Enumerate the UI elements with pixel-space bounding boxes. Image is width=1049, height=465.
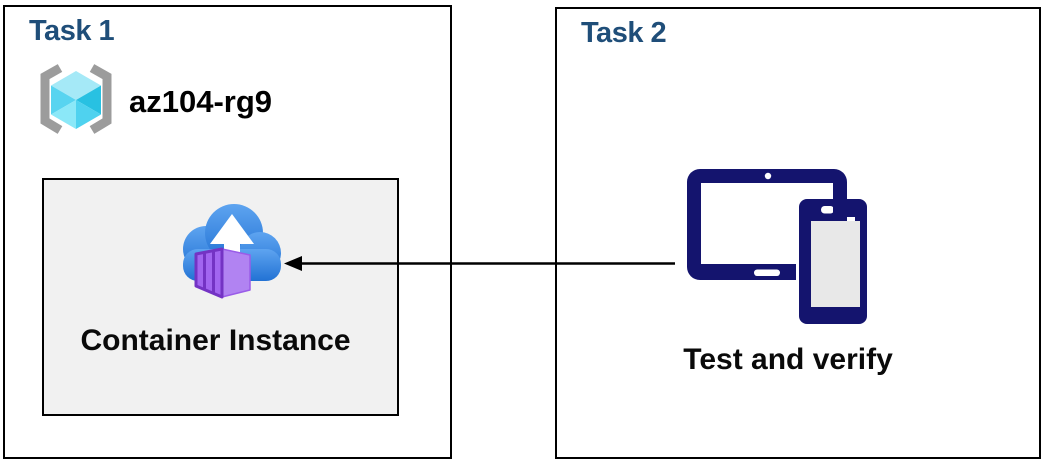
tablet-phone-icon bbox=[677, 161, 877, 341]
resource-group-name: az104-rg9 bbox=[129, 83, 273, 119]
resource-group-row: az104-rg9 bbox=[35, 62, 272, 141]
task1-title: Task 1 bbox=[29, 15, 115, 47]
test-verify-label: Test and verify bbox=[683, 343, 893, 376]
task2-box: Task 2 Test and verify bbox=[555, 7, 1041, 459]
container-instance-label: Container Instance bbox=[80, 324, 351, 357]
container-instance-box: Container Instance bbox=[42, 178, 399, 416]
task1-box: Task 1 az104-rg9 bbox=[3, 5, 452, 459]
task2-title: Task 2 bbox=[581, 17, 667, 49]
resource-group-icon bbox=[35, 62, 117, 141]
container-instance-icon bbox=[174, 199, 289, 309]
